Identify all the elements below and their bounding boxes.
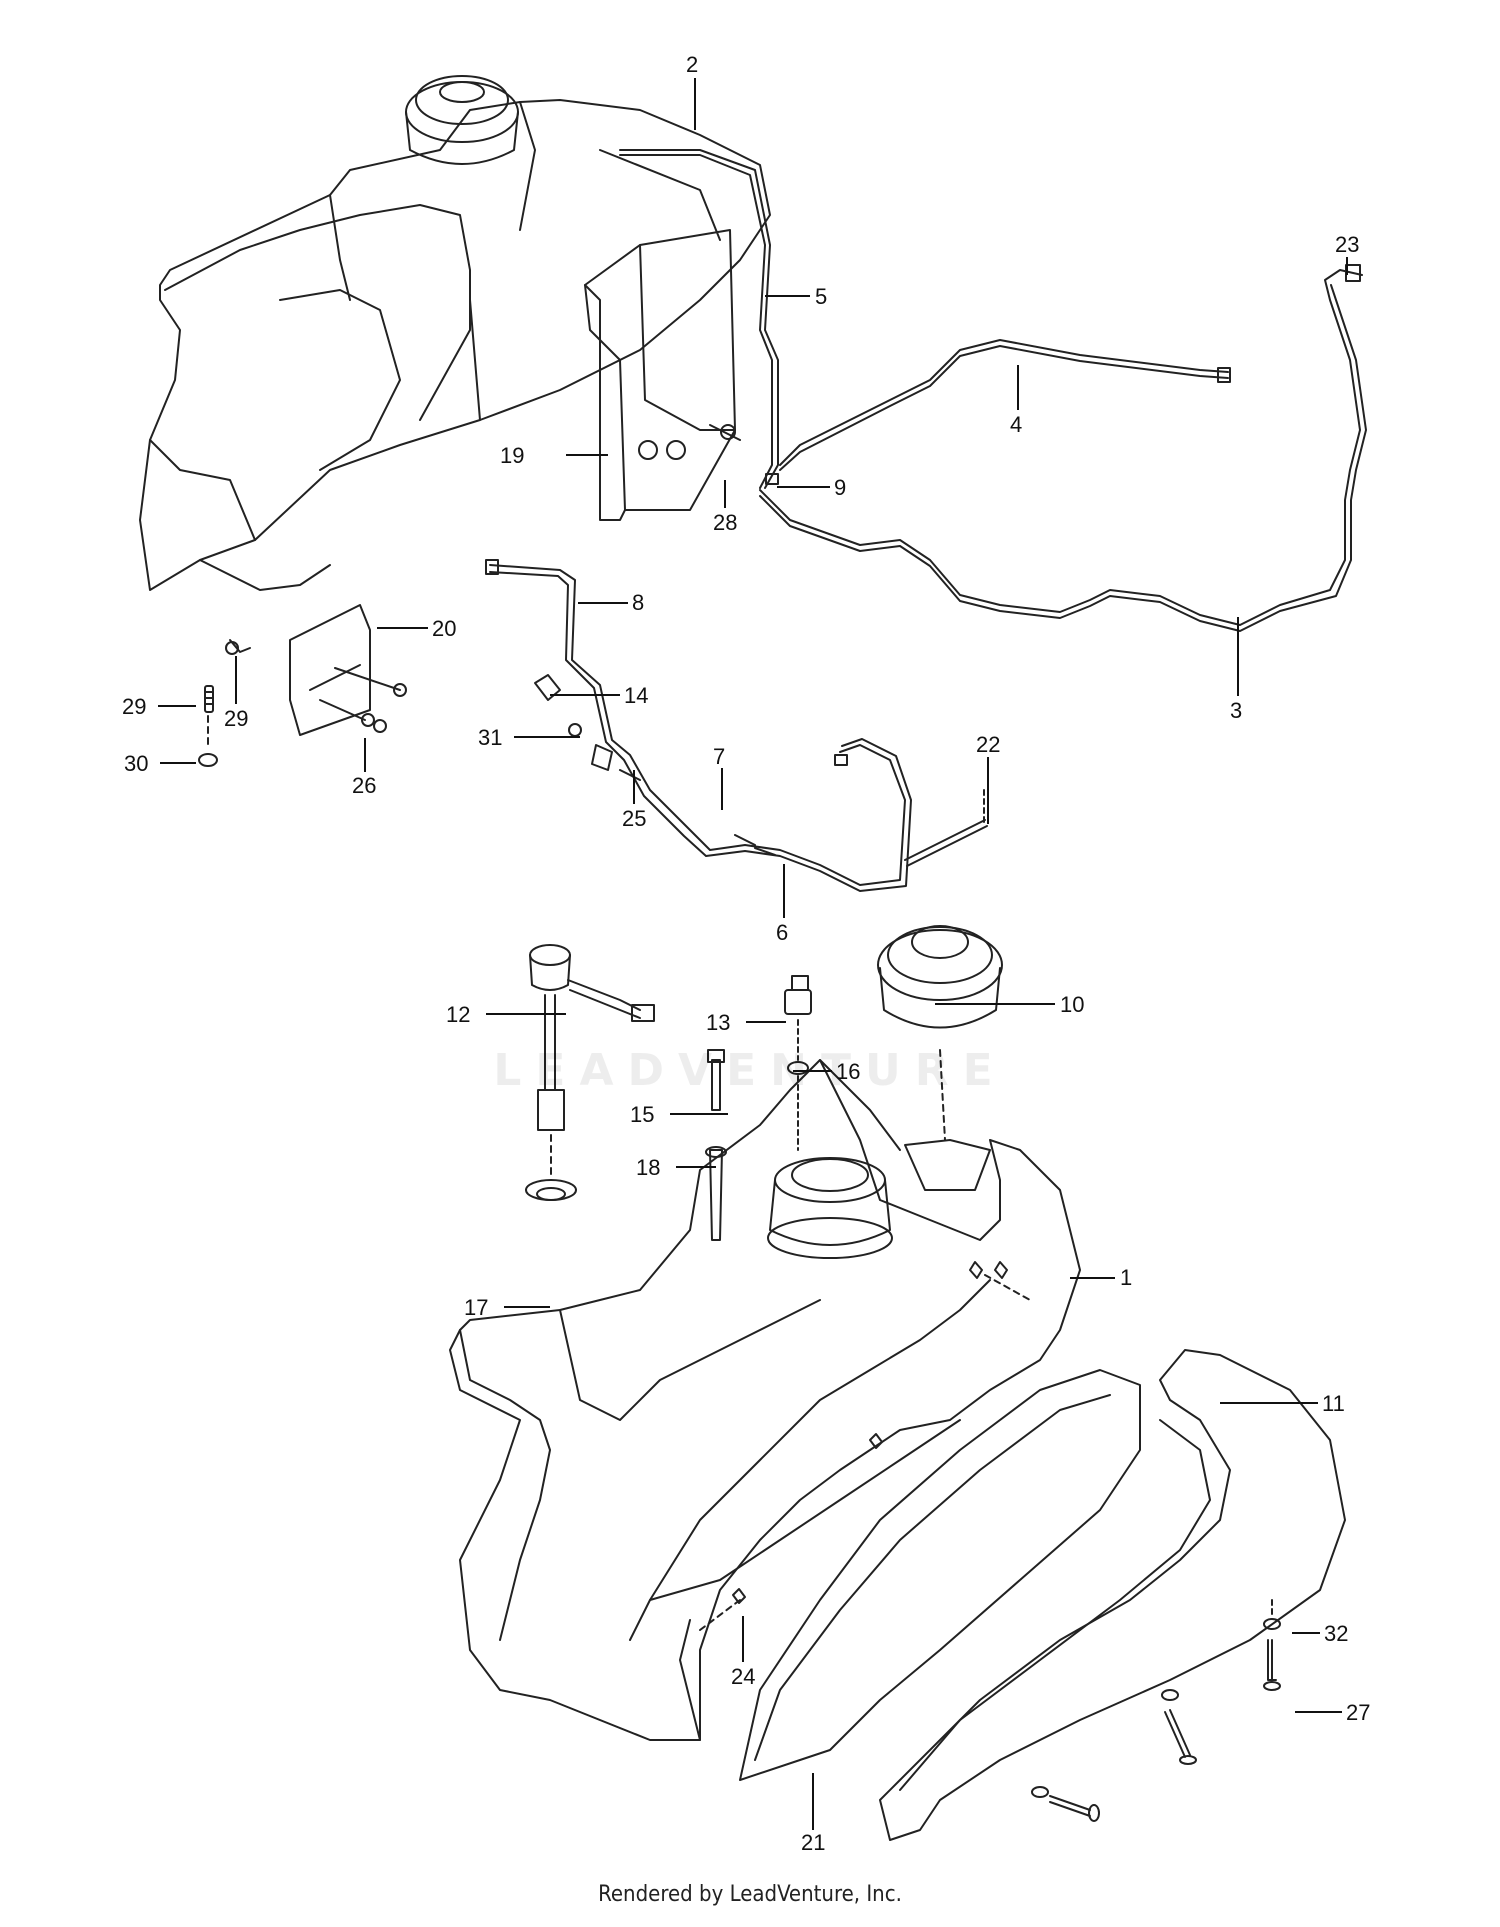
- callout-29b: 29: [224, 706, 248, 731]
- callout-25: 25: [622, 806, 646, 831]
- callout-28: 28: [713, 510, 737, 535]
- callout-5: 5: [815, 284, 827, 309]
- spring-and-nut: [198, 685, 218, 767]
- callout-13: 13: [706, 1010, 730, 1035]
- callout-10: 10: [1060, 992, 1084, 1017]
- callout-18: 18: [636, 1155, 660, 1180]
- callout-22: 22: [976, 732, 1000, 757]
- upper-fuel-cap: [405, 75, 519, 165]
- lower-fuel-tank: [449, 1059, 1081, 1741]
- footer-credit: Rendered by LeadVenture, Inc.: [598, 1882, 902, 1907]
- fuel-lines: [485, 559, 988, 892]
- side-panel-left: [739, 1369, 1141, 1781]
- fuel-sender: [525, 944, 655, 1201]
- callout-19: 19: [500, 443, 524, 468]
- leader-lines: [158, 78, 1348, 1830]
- callout-14: 14: [624, 683, 648, 708]
- callout-32: 32: [1324, 1621, 1348, 1646]
- watermark: LEADVENTURE: [493, 1045, 1007, 1096]
- callout-7: 7: [713, 744, 725, 769]
- rollover-valve: [705, 975, 812, 1241]
- callout-16: 16: [836, 1059, 860, 1084]
- tank-bracket: [584, 229, 741, 521]
- callout-27: 27: [1346, 1700, 1370, 1725]
- callout-8: 8: [632, 590, 644, 615]
- callout-6: 6: [776, 920, 788, 945]
- callout-4: 4: [1010, 412, 1022, 437]
- callout-23: 23: [1335, 232, 1359, 257]
- filler-neck: [767, 1157, 893, 1259]
- lower-bracket: [225, 604, 407, 736]
- upper-fuel-tank: [139, 99, 771, 591]
- fasteners: [699, 1261, 1281, 1822]
- callout-31: 31: [478, 725, 502, 750]
- callout-21: 21: [801, 1830, 825, 1855]
- hose-clamps: [534, 674, 776, 856]
- callout-26: 26: [352, 773, 376, 798]
- callout-11: 11: [1322, 1391, 1345, 1416]
- callout-15: 15: [630, 1102, 654, 1127]
- callout-20: 20: [432, 616, 456, 641]
- callout-1: 1: [1120, 1265, 1132, 1290]
- callout-12: 12: [446, 1002, 470, 1027]
- callouts: 2 3 4 5 6 7 8 9 10 11 12 13 14 15 16 17 …: [122, 52, 1370, 1855]
- lower-fuel-cap: [877, 925, 1003, 1191]
- side-panel-right: [879, 1349, 1346, 1841]
- callout-30: 30: [124, 751, 148, 776]
- callout-9: 9: [834, 475, 846, 500]
- callout-24: 24: [731, 1664, 755, 1689]
- callout-29a: 29: [122, 694, 146, 719]
- callout-17: 17: [464, 1295, 488, 1320]
- callout-2: 2: [686, 52, 698, 77]
- callout-3: 3: [1230, 698, 1242, 723]
- vent-hoses: [619, 149, 1367, 632]
